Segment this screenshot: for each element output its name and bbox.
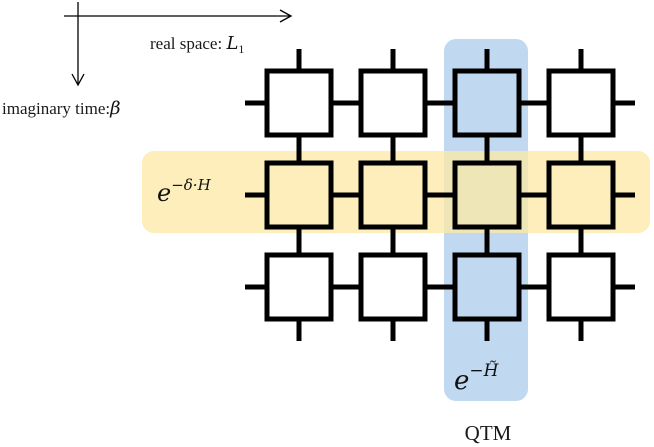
real-space-label: real space: L1: [150, 33, 244, 56]
tensor-grid: [245, 49, 635, 341]
row-operator-label: e−δ·H: [157, 176, 212, 207]
tensor-box: [546, 160, 616, 230]
tensor-box: [452, 160, 522, 230]
tensor-box: [264, 160, 334, 230]
tensor-box: [358, 68, 428, 138]
axes: [64, 2, 293, 87]
tensor-box: [452, 68, 522, 138]
tensor-box: [546, 252, 616, 322]
qtm-caption: QTM: [465, 421, 512, 445]
imaginary-time-label: imaginary time:β: [2, 98, 121, 119]
imaginary-time-arrowhead: [71, 73, 85, 87]
tensor-box: [264, 252, 334, 322]
tensor-box: [264, 68, 334, 138]
tensor-box: [358, 252, 428, 322]
tensor-box: [546, 68, 616, 138]
tensor-box: [358, 160, 428, 230]
tensor-box: [452, 252, 522, 322]
column-operator-label: e−H̃: [454, 361, 500, 396]
real-space-arrowhead: [279, 9, 293, 23]
